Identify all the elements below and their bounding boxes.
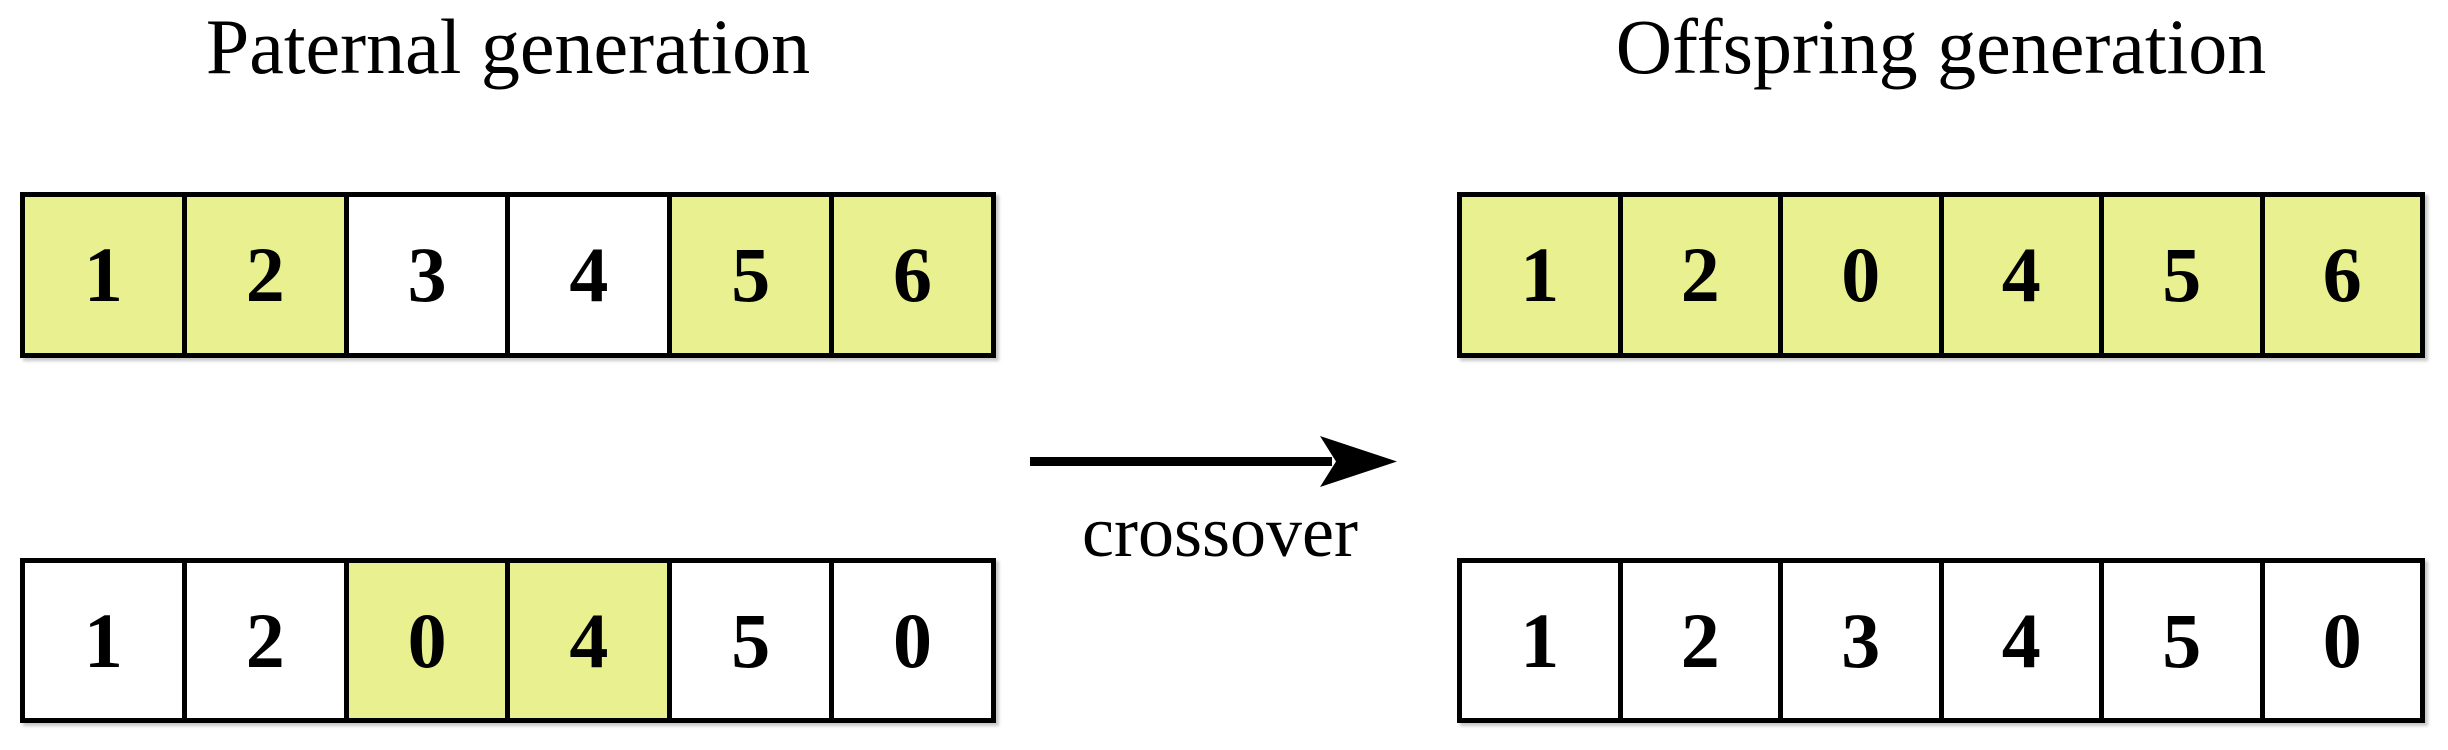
gene-cell: 2 xyxy=(1617,197,1778,353)
gene-cell: 1 xyxy=(25,197,182,353)
crossover-arrow-icon xyxy=(1020,430,1405,492)
gene-cell: 1 xyxy=(25,563,182,718)
gene-cell: 2 xyxy=(181,563,344,718)
gene-cell: 4 xyxy=(1938,197,2099,353)
gene-cell: 5 xyxy=(667,563,830,718)
gene-cell: 6 xyxy=(2259,197,2420,353)
gene-cell: 0 xyxy=(343,563,506,718)
gene-cell: 5 xyxy=(2099,197,2260,353)
paternal-generation-title: Paternal generation xyxy=(205,3,811,90)
gene-cell: 3 xyxy=(1778,563,1939,718)
gene-cell: 6 xyxy=(829,197,991,353)
gene-cell: 5 xyxy=(2099,563,2260,718)
offspring-generation-title: Offspring generation xyxy=(1615,3,2267,90)
gene-cell: 4 xyxy=(505,563,668,718)
gene-cell: 4 xyxy=(1938,563,2099,718)
gene-cell: 2 xyxy=(181,197,344,353)
gene-cell: 1 xyxy=(1462,563,1618,718)
gene-cell: 0 xyxy=(2259,563,2420,718)
gene-cell: 5 xyxy=(667,197,830,353)
crossover-label: crossover xyxy=(1082,492,1358,572)
gene-cell: 2 xyxy=(1617,563,1778,718)
gene-cell: 4 xyxy=(505,197,668,353)
gene-cell: 0 xyxy=(1778,197,1939,353)
gene-cell: 1 xyxy=(1462,197,1618,353)
gene-cell: 3 xyxy=(343,197,506,353)
gene-cell: 0 xyxy=(829,563,991,718)
